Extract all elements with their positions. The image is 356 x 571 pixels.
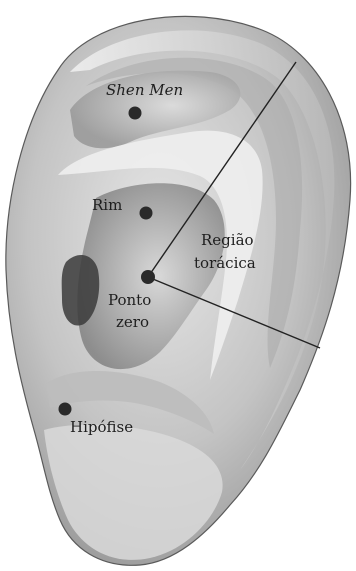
- shen-men-point: [129, 107, 142, 120]
- rim-point: [140, 207, 153, 220]
- hipofise-point: [59, 403, 72, 416]
- regiao-toracica-label-line1: Região: [201, 231, 254, 249]
- hipofise-label: Hipófise: [70, 418, 133, 436]
- shen-men-label: Shen Men: [106, 81, 183, 99]
- regiao-toracica-label-line2: torácica: [194, 254, 256, 272]
- ponto-zero-point: [141, 270, 155, 284]
- rim-label: Rim: [92, 196, 122, 214]
- ponto-zero-label-line2: zero: [116, 313, 149, 331]
- ponto-zero-label-line1: Ponto: [108, 291, 151, 309]
